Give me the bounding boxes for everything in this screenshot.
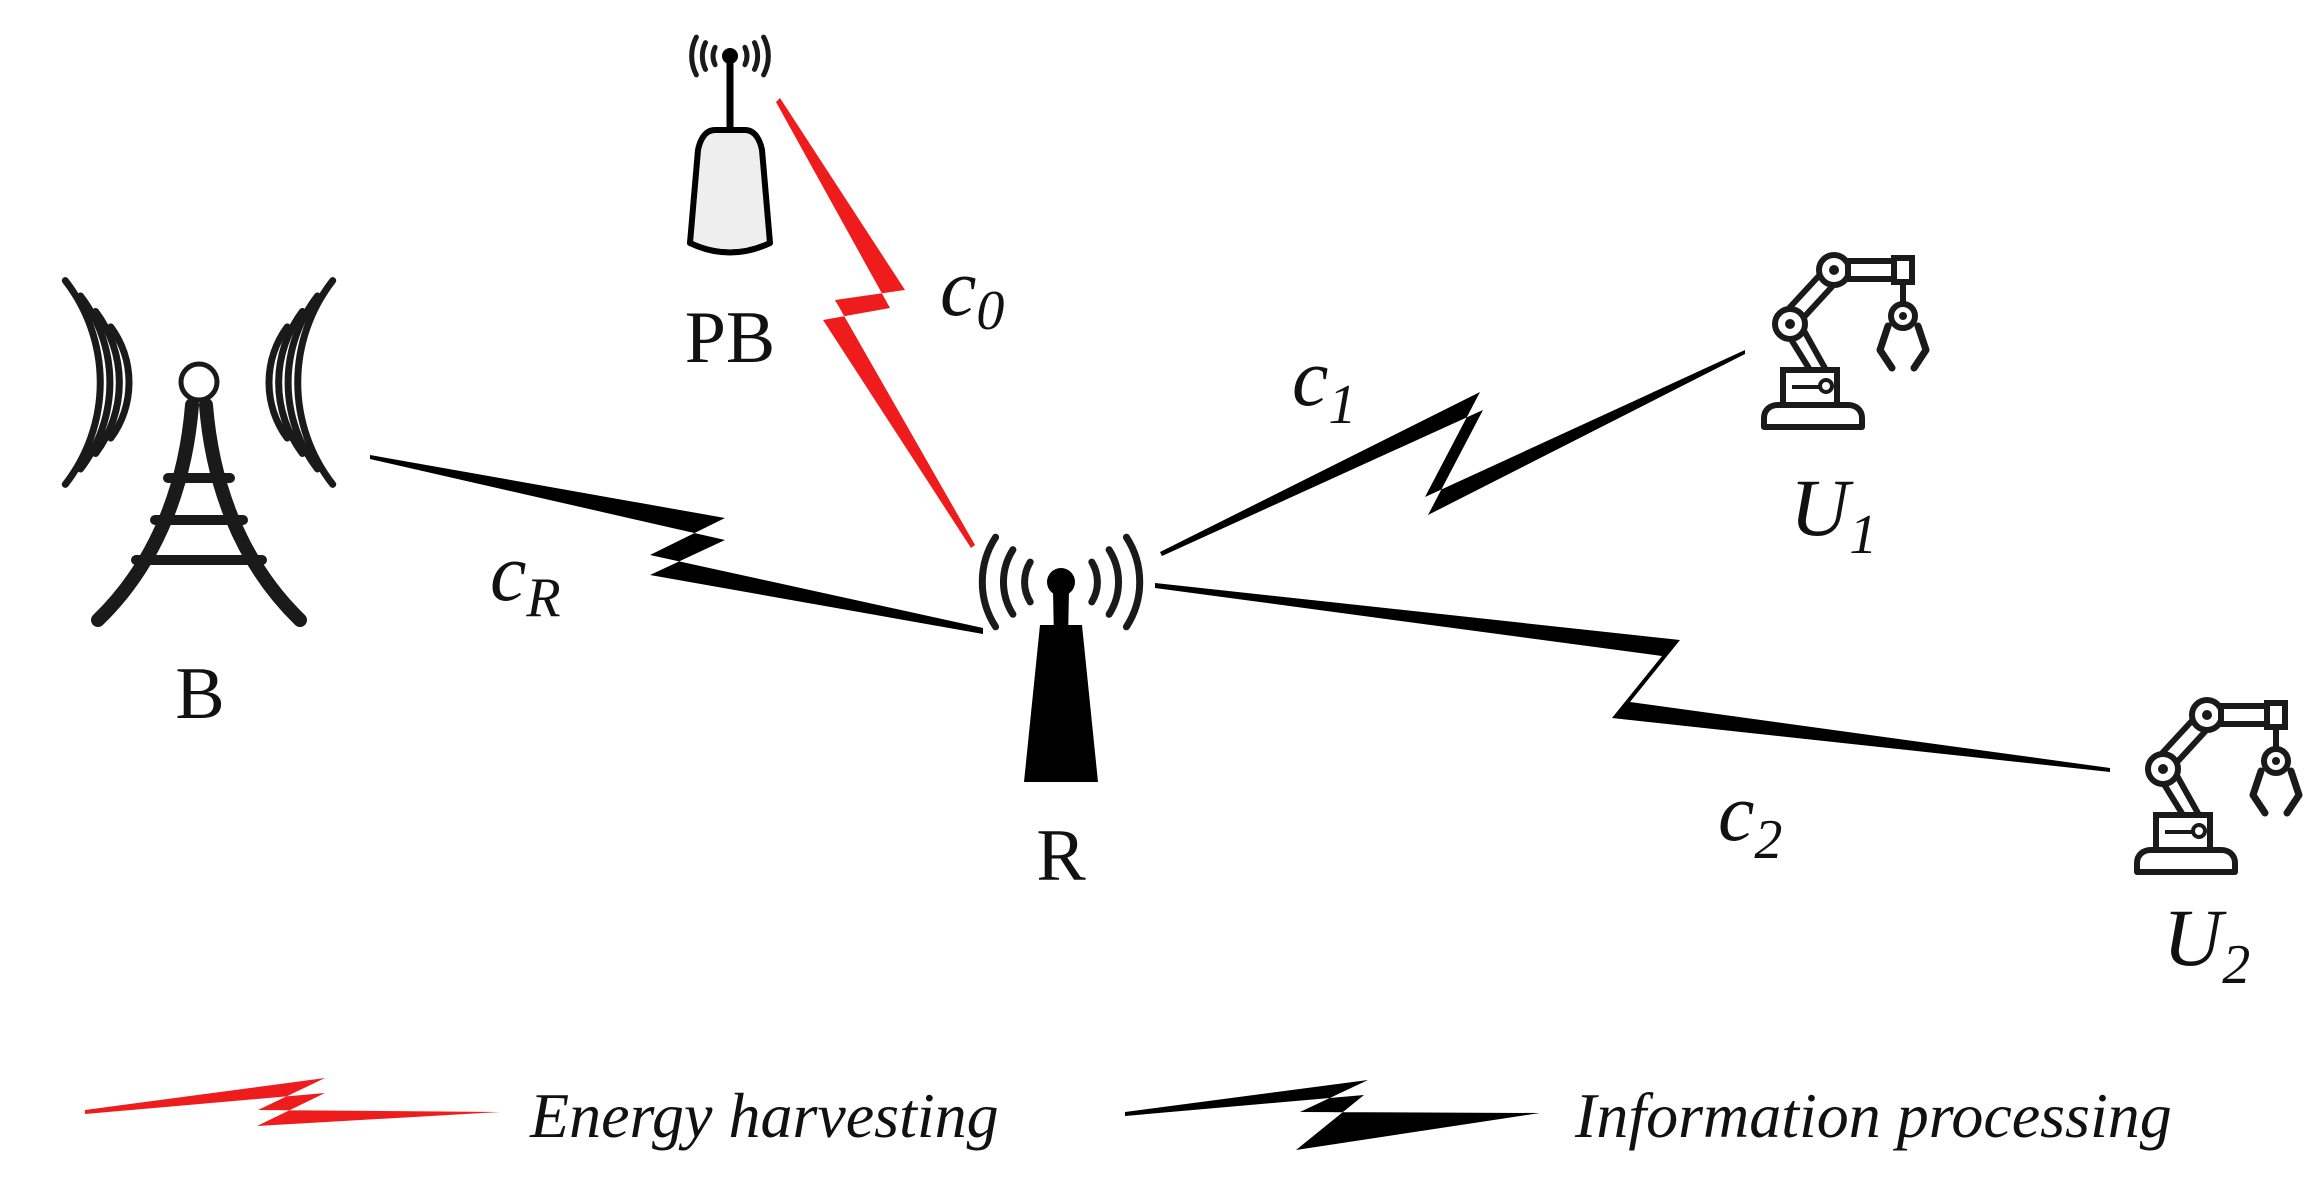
relay-antenna-icon xyxy=(978,533,1144,782)
user1-robot-arm-icon xyxy=(1764,255,1926,427)
legend: Energy harvesting Information processing xyxy=(85,1078,2172,1151)
link-label-c0: c0 xyxy=(940,242,1004,342)
relay-label: R xyxy=(1036,815,1086,897)
info-link-c1 xyxy=(1160,350,1745,556)
base-station-label: B xyxy=(175,653,224,735)
user2-robot-arm-icon xyxy=(2137,700,2299,872)
legend-energy-label: Energy harvesting xyxy=(529,1080,999,1151)
info-link-c2 xyxy=(1155,583,2110,772)
info-link-cR xyxy=(370,455,983,634)
power-beacon-label: PB xyxy=(685,297,776,379)
legend-information-bolt xyxy=(1125,1080,1540,1150)
link-label-c2: c2 xyxy=(1718,767,1782,871)
base-station-tower-icon xyxy=(61,277,337,627)
legend-energy-bolt xyxy=(85,1078,500,1126)
user1-label: U1 xyxy=(1790,462,1877,566)
link-label-cR: cR xyxy=(490,527,561,629)
power-beacon-icon xyxy=(687,34,773,256)
link-label-c1: c1 xyxy=(1292,332,1356,436)
legend-information-label: Information processing xyxy=(1574,1080,2172,1151)
user2-label: U2 xyxy=(2163,892,2250,996)
